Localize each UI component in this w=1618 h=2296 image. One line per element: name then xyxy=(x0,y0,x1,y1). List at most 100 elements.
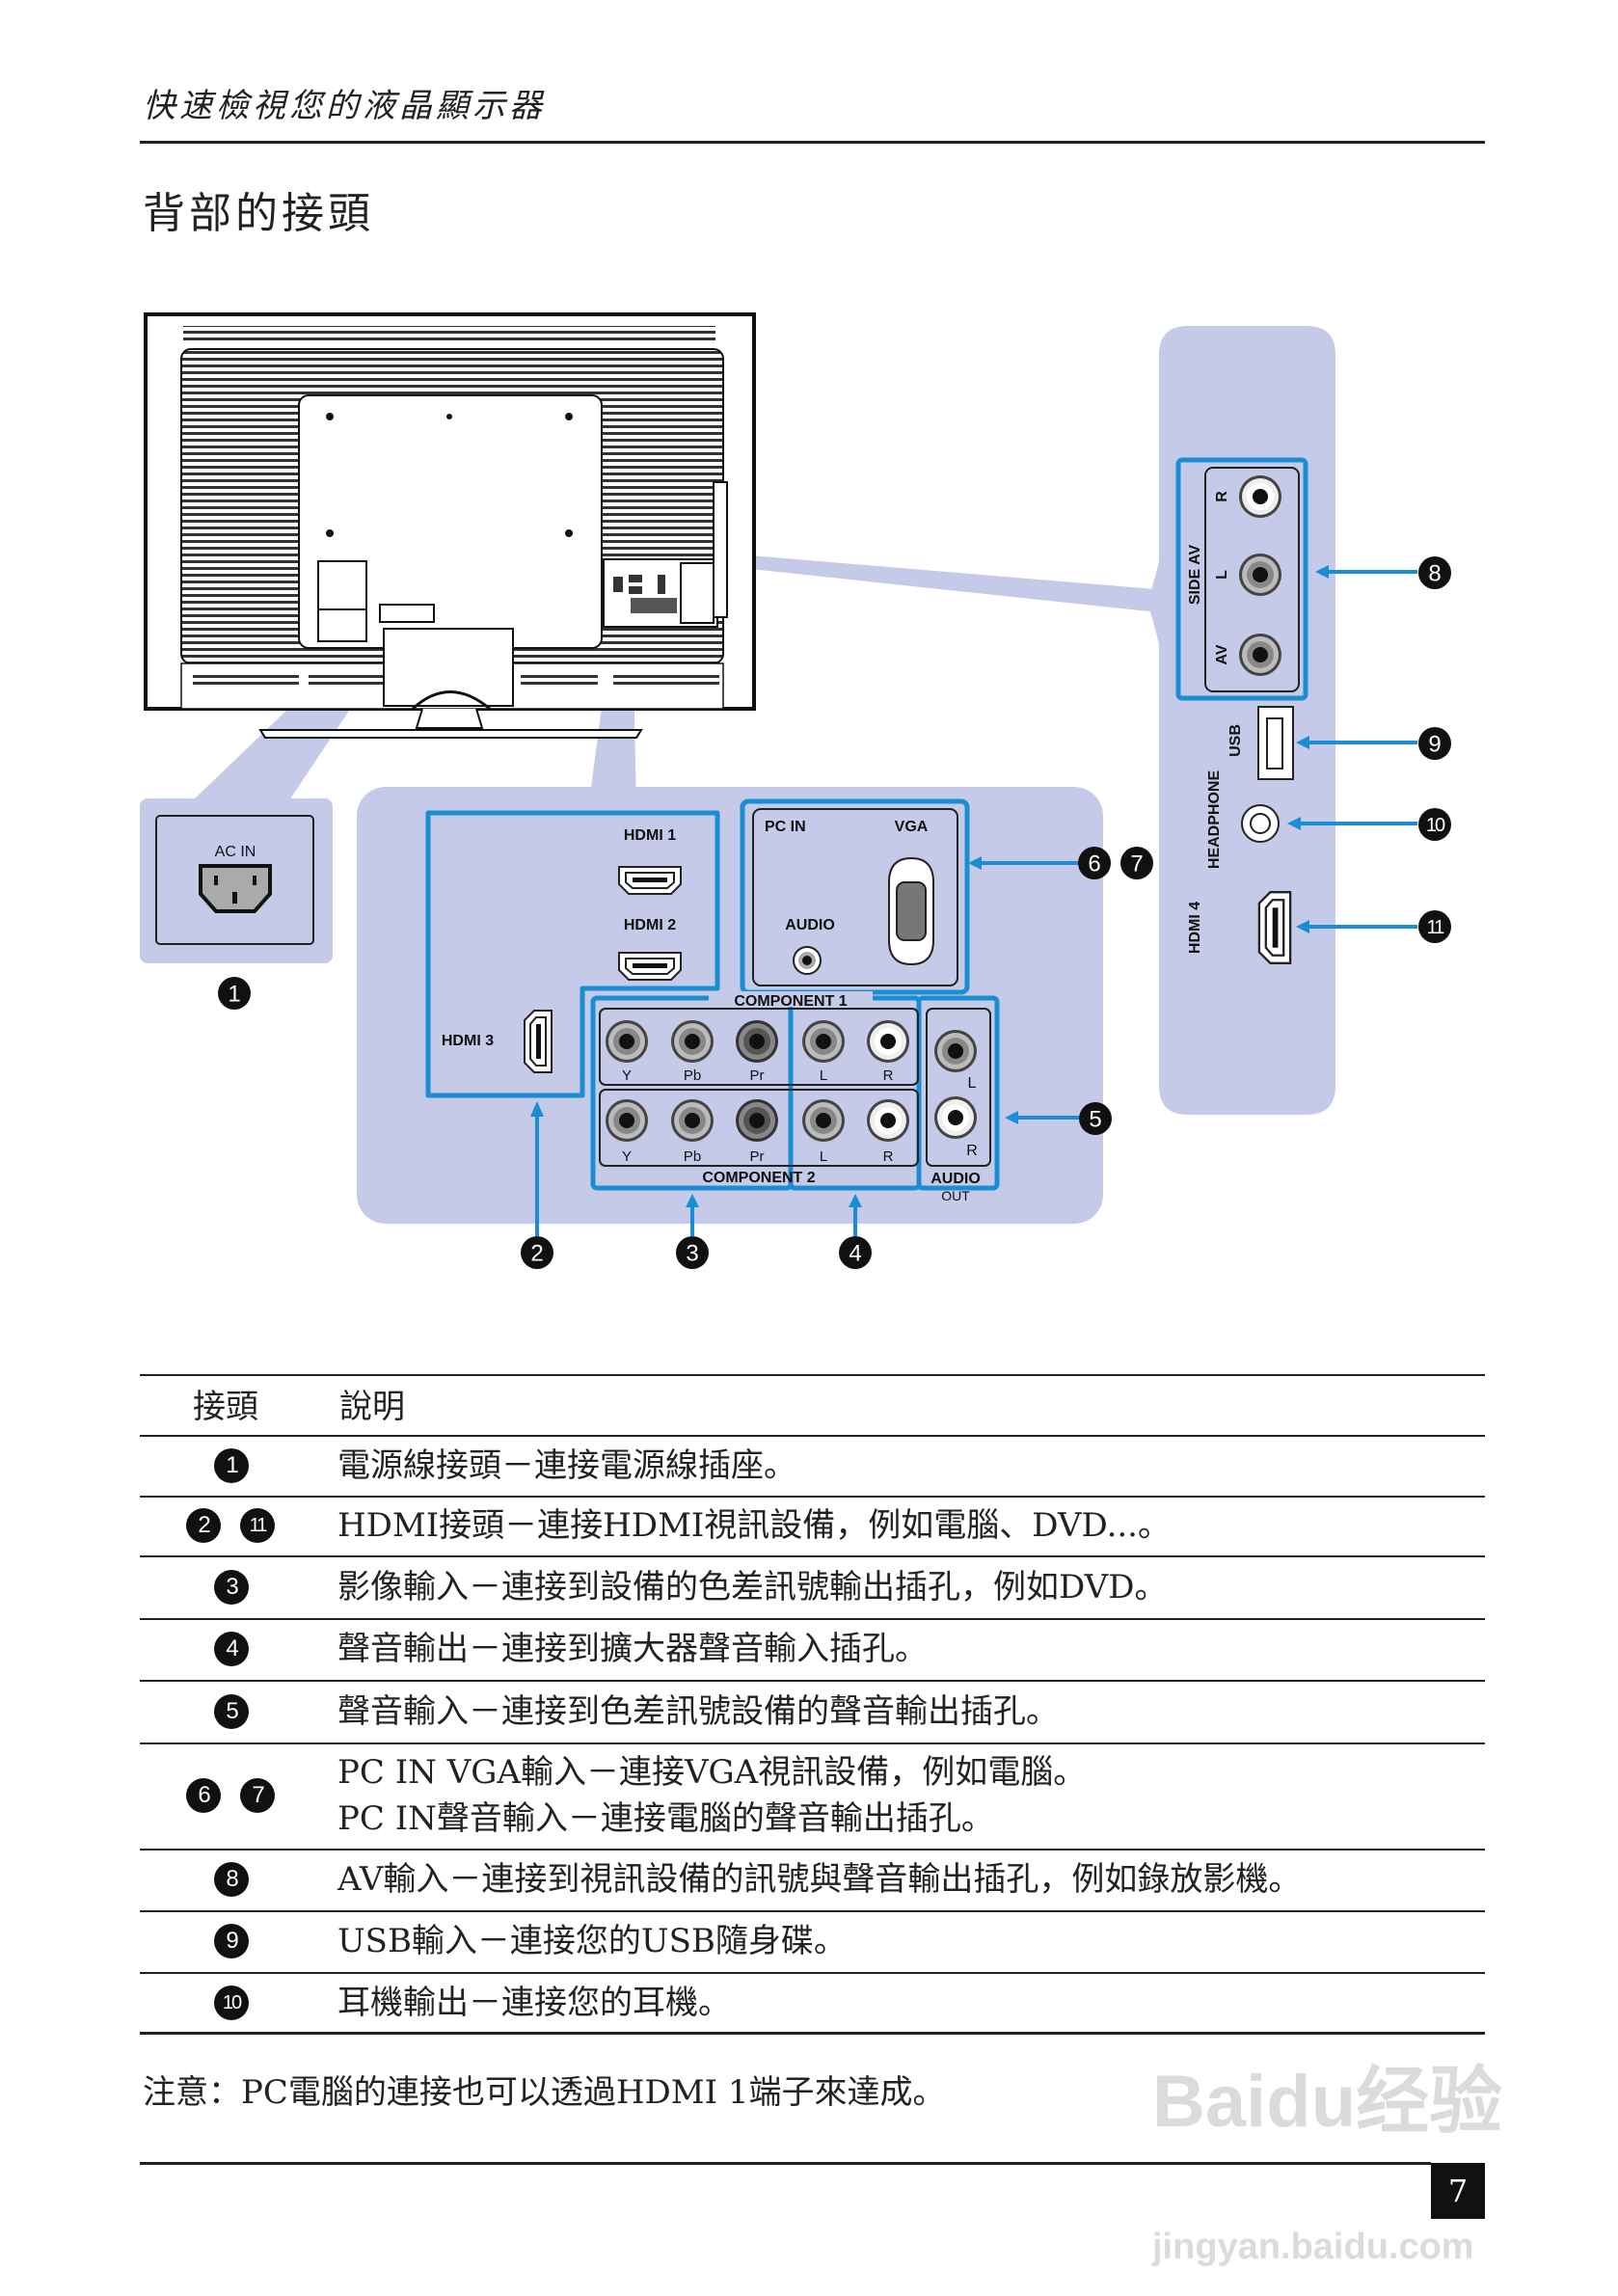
side-av-jack xyxy=(1239,634,1281,676)
callout-badges: 2 3 4 5 6 7 8 9 10 11 xyxy=(521,556,1451,1269)
side-l-jack xyxy=(1239,554,1281,596)
side-av-label: SIDE AV xyxy=(1187,545,1203,606)
running-header: 快速檢視您的液晶顯示器 xyxy=(143,87,546,125)
jack-label-l: L xyxy=(820,1067,827,1084)
ac-socket-icon xyxy=(199,864,272,913)
component2-label: COMPONENT 2 xyxy=(702,1170,815,1186)
connector-description: 耳機輸出－連接您的耳機。 xyxy=(337,1983,731,2022)
component1-label: COMPONENT 1 xyxy=(734,993,847,1010)
hdmi3-port-icon xyxy=(524,1010,553,1073)
connector-badge: 10 xyxy=(214,1985,249,2020)
callout-badge-11: 11 xyxy=(1427,917,1445,938)
connector-badge: 1 xyxy=(214,1447,249,1483)
side-av-highlight xyxy=(1175,457,1308,701)
header-rule xyxy=(140,141,1485,144)
table-row-rule xyxy=(140,1680,1485,1682)
ac-in-label: AC IN xyxy=(215,844,256,860)
callout-badge-3: 3 xyxy=(686,1241,698,1267)
side-av-jack-label: AV xyxy=(1214,644,1230,664)
headphone-jack-icon xyxy=(1241,804,1280,843)
callout-badge-1: 1 xyxy=(228,982,240,1008)
table-top-rule xyxy=(140,1374,1485,1376)
callout-badge-6: 6 xyxy=(1088,851,1100,878)
audio-out-highlight xyxy=(916,995,1000,1191)
jack-label-r: R xyxy=(883,1148,894,1165)
table-bottom-rule xyxy=(140,2032,1485,2035)
audio-out-l-label: L xyxy=(968,1075,977,1092)
usb-port-icon xyxy=(1257,706,1294,780)
footer-rule xyxy=(140,2162,1431,2165)
connector-badge: 2 xyxy=(186,1508,221,1543)
table-header-description: 說明 xyxy=(339,1388,405,1426)
vga-label: VGA xyxy=(895,819,929,835)
connector-badge: 11 xyxy=(240,1508,275,1543)
callout-arrows xyxy=(530,565,1417,1236)
table-row-rule xyxy=(140,1910,1485,1912)
audio-out-l-jack xyxy=(934,1030,977,1072)
jack-label-r: R xyxy=(883,1067,894,1084)
jack-label-pr: Pr xyxy=(750,1067,765,1084)
connector-description: 聲音輸入－連接到色差訊號設備的聲音輸出插孔。 xyxy=(337,1691,1059,1731)
jack-label-l: L xyxy=(820,1148,827,1165)
hdmi2-label: HDMI 2 xyxy=(624,917,676,933)
hdmi1-port-icon xyxy=(618,866,682,895)
pc-in-label: PC IN xyxy=(765,819,806,835)
rear-connectors-diagram: AC IN 1 HDMI 1 HDMI 2 HDMI 3 PC IN VGA A… xyxy=(140,312,1451,1269)
side-r-jack xyxy=(1239,475,1281,518)
connector-badge: 6 xyxy=(186,1778,221,1813)
connector-description: HDMI接頭－連接HDMI視訊設備，例如電腦、DVD...。 xyxy=(337,1506,1171,1545)
hdmi4-label: HDMI 4 xyxy=(1187,902,1203,954)
table-row-rule xyxy=(140,1849,1485,1850)
callout-badge-5: 5 xyxy=(1089,1107,1101,1133)
audio-out-r-label: R xyxy=(966,1143,978,1159)
connector-description: 聲音輸出－連接到擴大器聲音輸入插孔。 xyxy=(337,1630,928,1668)
hdmi4-port-icon xyxy=(1257,891,1292,964)
pc-audio-jack-icon xyxy=(793,946,822,975)
connector-description: PC IN聲音輸入－連接電腦的聲音輸出插孔。 xyxy=(337,1799,994,1838)
pc-audio-label: AUDIO xyxy=(785,917,835,933)
connector-description: 電源線接頭－連接電源線插座。 xyxy=(337,1445,796,1485)
connector-description: USB輸入－連接您的USB隨身碟。 xyxy=(337,1922,847,1960)
connector-badge: 3 xyxy=(214,1569,249,1605)
side-r-label: R xyxy=(1214,491,1230,502)
hdmi3-label: HDMI 3 xyxy=(442,1033,494,1049)
vga-port-icon xyxy=(888,856,934,966)
connector-badge: 9 xyxy=(214,1924,249,1958)
connector-badge: 4 xyxy=(214,1632,249,1666)
watermark-brand: Baidu经验 xyxy=(1152,2061,1503,2143)
jack-label-pb: Pb xyxy=(684,1148,701,1165)
tv-rear-illustration xyxy=(144,312,756,739)
hdmi1-label: HDMI 1 xyxy=(624,827,676,844)
table-row-rule xyxy=(140,1972,1485,1974)
table-row-rule xyxy=(140,1555,1485,1557)
table-row-rule xyxy=(140,1435,1485,1437)
connector-badge: 8 xyxy=(214,1862,249,1897)
audio-out-label: AUDIO xyxy=(930,1171,981,1187)
section-title: 背部的接頭 xyxy=(143,189,374,238)
side-panel-callout-wedge xyxy=(750,555,1167,613)
callout-badge-1-circle xyxy=(218,977,251,1010)
table-header-connector: 接頭 xyxy=(193,1388,258,1426)
usb-label: USB xyxy=(1227,724,1244,757)
connector-badge: 5 xyxy=(214,1693,249,1729)
jack-label-pr: Pr xyxy=(750,1148,765,1165)
jack-label-pb: Pb xyxy=(684,1067,701,1084)
connector-badge: 7 xyxy=(240,1778,275,1813)
headphone-label: HEADPHONE xyxy=(1206,770,1223,870)
callout-badge-4: 4 xyxy=(849,1241,861,1267)
connector-description: AV輸入－連接到視訊設備的訊號與聲音輸出插孔，例如錄放影機。 xyxy=(337,1860,1302,1899)
callout-badge-8: 8 xyxy=(1428,561,1441,587)
audio-out-r-jack xyxy=(934,1096,977,1139)
callout-badge-10: 10 xyxy=(1426,815,1445,836)
callout-badge-9: 9 xyxy=(1428,732,1441,758)
callout-badge-7: 7 xyxy=(1130,851,1143,878)
note-text: 注意：PC電腦的連接也可以透過HDMI 1端子來達成。 xyxy=(143,2073,946,2112)
table-row-rule xyxy=(140,1618,1485,1620)
jack-label-y: Y xyxy=(622,1067,632,1084)
side-connector-panel xyxy=(1147,326,1335,1115)
side-l-label: L xyxy=(1214,570,1230,580)
hdmi-group-highlight xyxy=(425,810,720,1098)
table-row-rule xyxy=(140,1742,1485,1744)
connector-description: 影像輸入－連接到設備的色差訊號輸出插孔，例如DVD。 xyxy=(337,1567,1168,1607)
callout-badge-2: 2 xyxy=(530,1241,543,1267)
